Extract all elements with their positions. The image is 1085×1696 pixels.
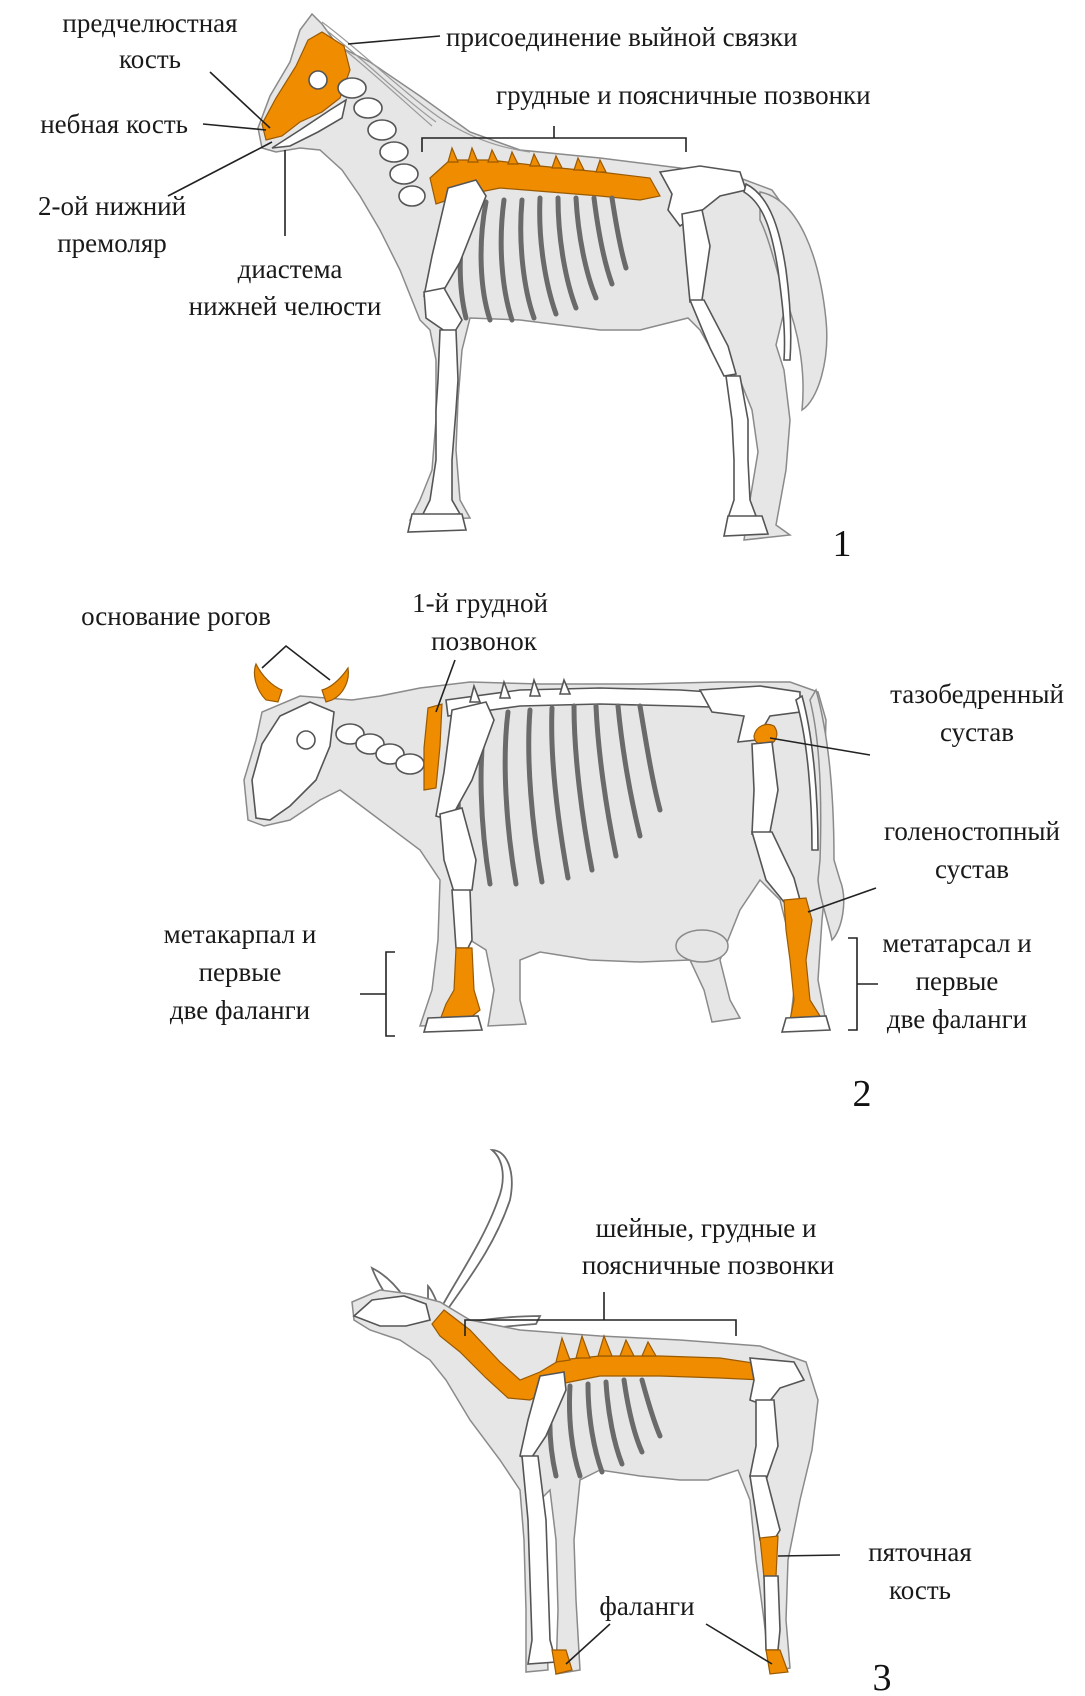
horse-front-hoof	[408, 514, 466, 532]
label-calcaneus-line2: кость	[889, 1575, 951, 1605]
label-vertebrae-line1: шейные, грудные и	[596, 1213, 817, 1243]
cow-figure	[244, 664, 844, 1032]
leader-premolar	[168, 142, 272, 196]
label-metacarpal-line2: первые	[199, 957, 282, 987]
label-horn-base: основание рогов	[81, 601, 271, 631]
label-metacarpal-line3: две фаланги	[170, 995, 310, 1025]
cow-eye-orbit	[297, 731, 315, 749]
cow-horn-right	[322, 668, 348, 702]
label-premolar-line1: 2-ой нижний	[38, 191, 186, 221]
label-metatarsal-line3: две фаланги	[887, 1004, 1027, 1034]
label-hip-line2: сустав	[940, 717, 1014, 747]
label-metatarsal-line1: метатарсал и	[882, 928, 1031, 958]
leader-calcaneus	[778, 1555, 840, 1556]
cow-rear-hoof	[782, 1016, 830, 1032]
figure-number-2: 2	[853, 1073, 872, 1115]
label-thoracolumbar: грудные и поясничные позвонки	[496, 80, 871, 110]
cow-front-hoof	[424, 1016, 482, 1032]
label-calcaneus-line1: пяточная	[868, 1537, 972, 1567]
label-premaxilla-line1: предчелюстная	[62, 8, 237, 38]
label-first-thoracic-line1: 1-й грудной	[412, 588, 548, 618]
leader-phalanges-rear	[706, 1624, 772, 1664]
horse-eye-orbit	[309, 71, 327, 89]
label-metatarsal-line2: первые	[916, 966, 999, 996]
label-first-thoracic-line2: позвонок	[431, 626, 538, 656]
label-palatine: небная кость	[40, 109, 188, 139]
cow-radius	[452, 890, 472, 948]
label-ankle-line2: сустав	[935, 854, 1009, 884]
bracket-metacarpal	[360, 952, 395, 1036]
bracket-metatarsal	[848, 938, 878, 1030]
reindeer-hind-metatarsal	[764, 1576, 780, 1650]
leader-palatine	[203, 124, 266, 130]
figure-number-3: 3	[873, 1657, 892, 1696]
label-nuchal-ligament: присоединение выйной связки	[446, 22, 798, 52]
leader-nuchal	[348, 36, 440, 44]
label-ankle-line1: голеностопный	[884, 816, 1060, 846]
figure-number-1: 1	[833, 523, 852, 565]
leader-premaxilla	[210, 72, 270, 128]
leader-horn-base	[262, 646, 330, 680]
label-premolar-line2: премоляр	[57, 228, 167, 258]
label-hip-line1: тазобедренный	[890, 679, 1064, 709]
label-diastema-line2: нижней челюсти	[189, 291, 382, 321]
label-premaxilla-line2: кость	[119, 44, 181, 74]
label-phalanges: фаланги	[599, 1591, 694, 1621]
label-vertebrae-line2: поясничные позвонки	[582, 1250, 834, 1280]
horse-rear-hoof	[724, 516, 768, 536]
label-metacarpal-line1: метакарпал и	[164, 919, 317, 949]
label-diastema-line1: диастема	[238, 254, 343, 284]
cow-horn-left	[254, 664, 282, 702]
cow-udder	[676, 930, 728, 962]
